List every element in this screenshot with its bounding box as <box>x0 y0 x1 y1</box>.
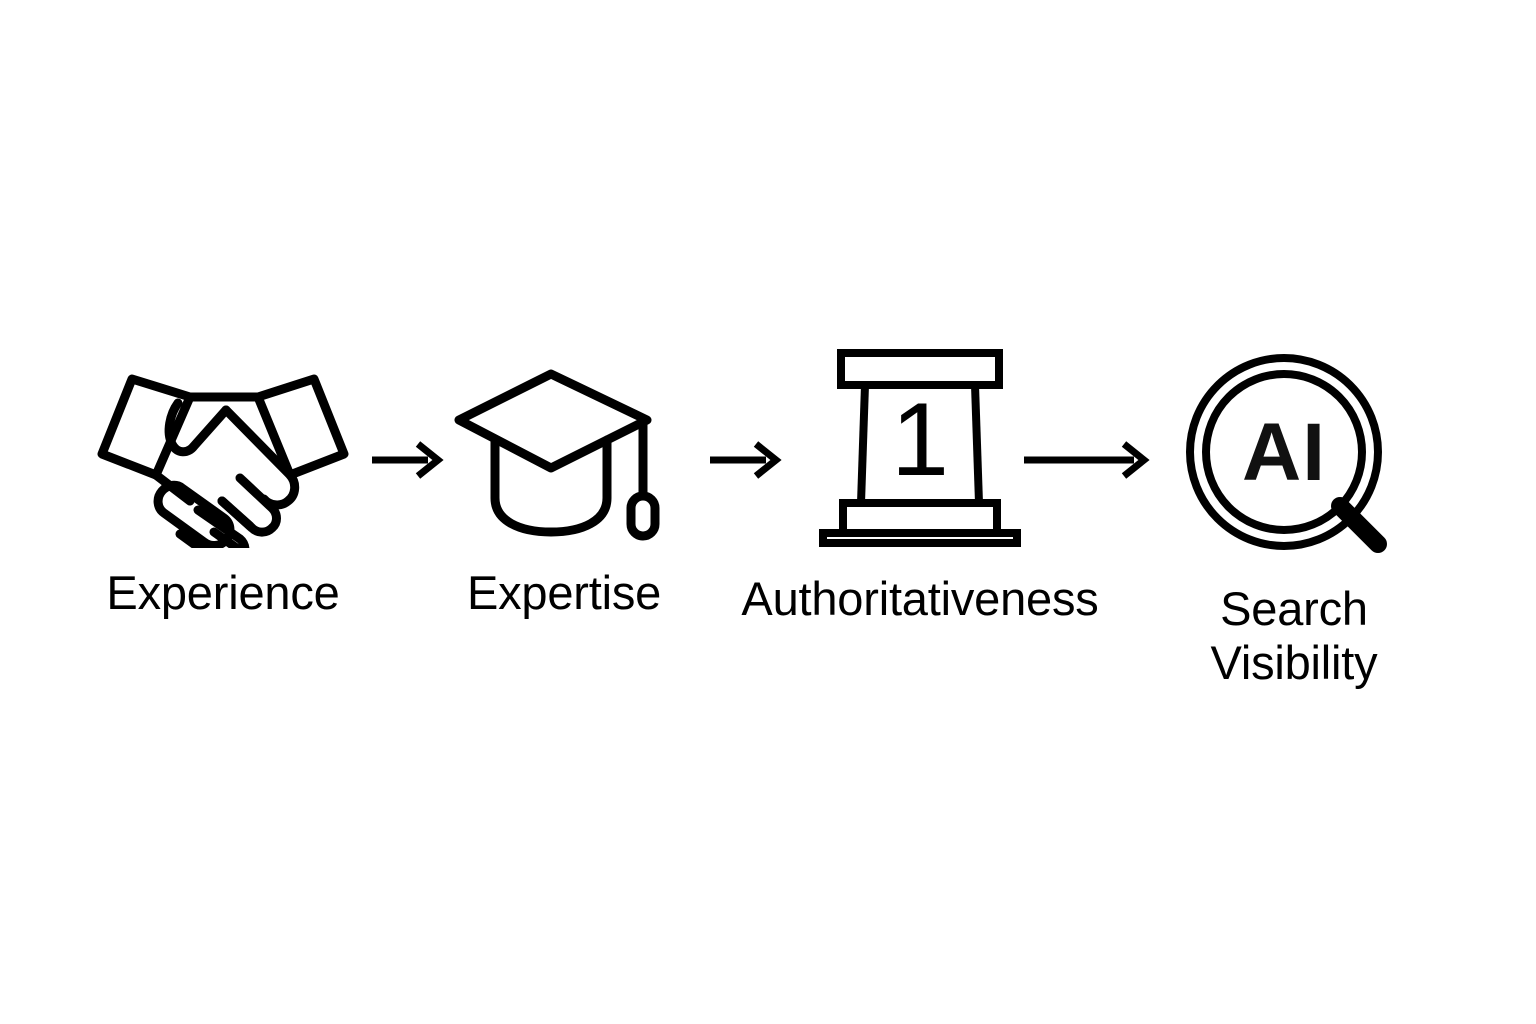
stage-label-search-visibility: Search Visibility <box>1210 582 1378 689</box>
graduation-cap-icon <box>454 369 660 541</box>
stage-expertise: Expertise <box>452 358 676 620</box>
stage-experience: Experience <box>92 358 354 620</box>
podium-first-place-icon: 1 <box>819 349 1021 547</box>
graduation-cap-icon-box <box>453 358 675 548</box>
podium-number-1: 1 <box>891 382 949 498</box>
podium-first-place-icon-box: 1 <box>817 345 1023 550</box>
arrow-authoritativeness-to-search-visibility <box>1022 440 1152 485</box>
right-arrow-icon <box>1024 441 1150 479</box>
magnifier-ai-icon: AI <box>1186 354 1387 553</box>
magnifier-ai-text: AI <box>1242 407 1326 498</box>
right-arrow-icon <box>710 441 782 479</box>
right-arrow-icon <box>372 441 444 479</box>
stage-search-visibility: AI Search Visibility <box>1180 352 1408 690</box>
stage-label-authoritativeness: Authoritativeness <box>741 572 1099 625</box>
arrow-experience-to-expertise <box>370 440 446 485</box>
stage-authoritativeness: 1 Authoritativeness <box>706 345 1134 626</box>
arrow-expertise-to-authoritativeness <box>708 440 784 485</box>
magnifier-ai-icon-box: AI <box>1182 352 1406 564</box>
handshake-icon <box>97 374 349 548</box>
stage-label-experience: Experience <box>106 566 340 619</box>
stage-label-expertise: Expertise <box>466 566 662 619</box>
handshake-icon-box <box>94 358 352 548</box>
